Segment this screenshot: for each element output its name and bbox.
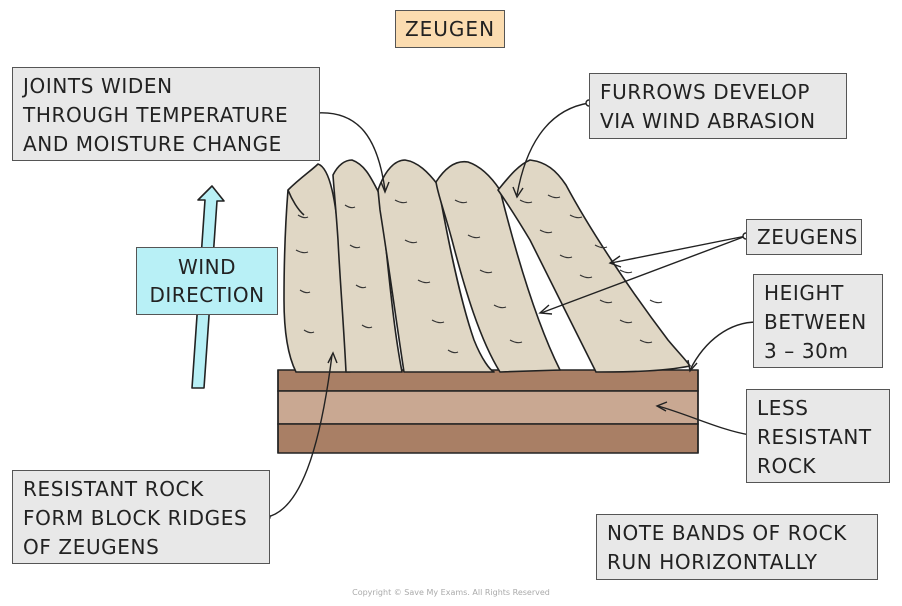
label-height: HEIGHT BETWEEN 3 – 30m	[753, 274, 883, 368]
ridge-4	[435, 160, 561, 373]
wind-label-line2: DIRECTION	[149, 283, 265, 307]
label-furrows: FURROWS DEVELOP VIA WIND ABRASION	[589, 73, 847, 139]
wind-direction-label: WIND DIRECTION	[136, 247, 278, 315]
copyright-text: Copyright © Save My Exams. All Rights Re…	[352, 588, 550, 597]
ridge-2	[332, 159, 403, 373]
furrow-marks	[295, 194, 663, 354]
rock-layer-middle	[277, 390, 699, 425]
label-zeugens: ZEUGENS	[746, 219, 862, 255]
wind-label-line1: WIND	[177, 255, 237, 279]
pointer-zeugens-a	[610, 235, 747, 264]
label-joints: JOINTS WIDEN THROUGH TEMPERATURE AND MOI…	[12, 67, 320, 161]
pointer-less-resistant	[657, 405, 751, 436]
zeugen-ridges	[283, 159, 691, 373]
rock-layer-bottom	[277, 423, 699, 454]
rock-block	[277, 369, 699, 454]
pointer-height	[689, 321, 758, 371]
pointer-resistant	[266, 354, 333, 518]
rock-layer-top	[277, 369, 699, 392]
label-note: NOTE BANDS OF ROCK RUN HORIZONTALLY	[596, 514, 878, 580]
ridge-5	[497, 159, 691, 373]
label-less-resistant: LESS RESISTANT ROCK	[746, 389, 890, 483]
ridge-back	[287, 189, 305, 216]
pointer-zeugens-b	[540, 235, 747, 314]
pointer-furrows	[516, 102, 590, 196]
ridge-3	[377, 159, 495, 373]
label-resistant-rock: RESISTANT ROCK FORM BLOCK RIDGES OF ZEUG…	[12, 470, 270, 564]
pointer-joints	[315, 112, 386, 191]
diagram-title: ZEUGEN	[395, 10, 505, 48]
